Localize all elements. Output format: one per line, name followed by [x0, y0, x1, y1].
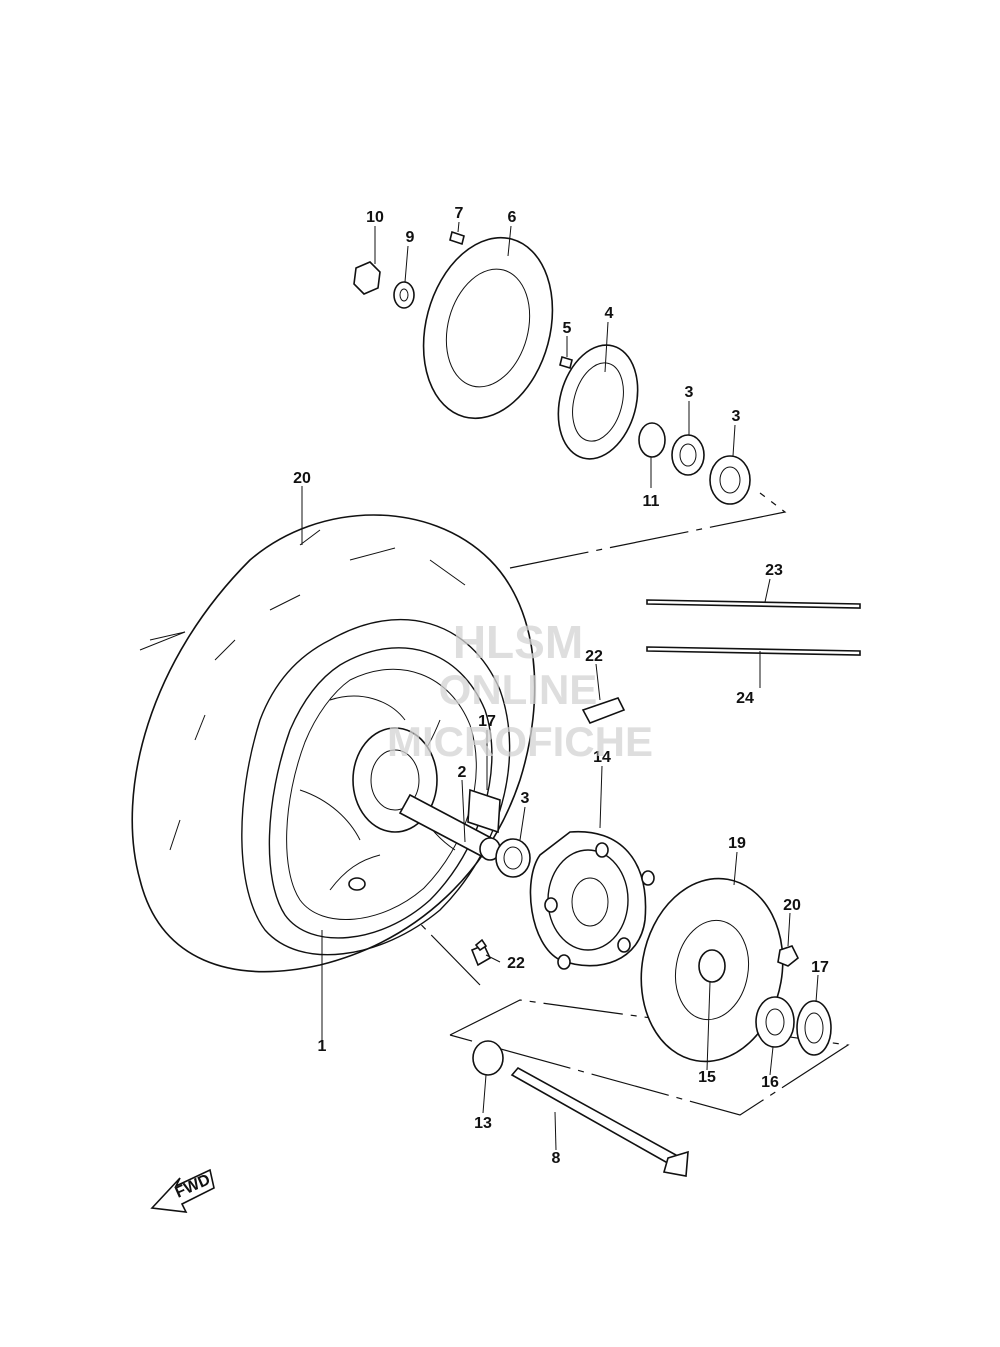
callout-3-lower: 3 — [521, 790, 530, 807]
axle-spacer-part — [398, 793, 501, 861]
callout-5: 4 — [605, 305, 614, 322]
callout-4: 3 — [685, 384, 694, 401]
callout-3-upper: 3 — [732, 408, 741, 425]
sprocket-nut-part — [777, 945, 800, 967]
callout-6: 5 — [563, 320, 572, 337]
callout-11: 10 — [366, 209, 384, 226]
damper-part — [467, 788, 501, 834]
callout-23: 22 — [585, 648, 603, 665]
watermark-line1: HLSM — [453, 616, 583, 668]
watermark-line3: MICROFICHE — [387, 718, 653, 765]
bearing-lower-part — [495, 838, 531, 878]
callout-22: 22 — [507, 955, 525, 972]
callout-1: 1 — [318, 1038, 327, 1055]
balance-weight-part — [581, 697, 626, 724]
callout-16: 16 — [761, 1074, 779, 1091]
callout-8: 7 — [455, 205, 464, 222]
callout-10: 9 — [406, 229, 415, 246]
sprocket-drum-part — [529, 830, 655, 970]
leader-lines — [301, 221, 819, 1151]
sprocket-bearing-part — [755, 996, 795, 1048]
oil-seal-part — [671, 434, 705, 476]
washer-part — [393, 281, 415, 309]
callout-25: 24 — [736, 690, 754, 707]
stripe-tape-part — [646, 599, 861, 656]
callout-9: 8 — [552, 1150, 561, 1167]
callout-14: 14 — [593, 749, 611, 766]
callout-21: 20 — [293, 470, 311, 487]
disc-bolt-part — [449, 230, 465, 246]
rear-wheel-assembly — [131, 514, 536, 973]
valve-part — [470, 938, 492, 967]
callout-18: 17 — [478, 713, 496, 730]
callout-19: 19 — [728, 835, 746, 852]
watermark-line2: ONLINE — [439, 666, 598, 713]
fwd-arrow-icon: FWD — [150, 1168, 215, 1213]
watermark: HLSM ONLINE MICROFICHE — [387, 616, 653, 765]
callout-7: 6 — [508, 209, 517, 226]
brake-disc-part — [422, 236, 554, 420]
callout-20: 20 — [783, 897, 801, 914]
callout-numbers: 10 9 7 6 5 4 3 3 11 20 23 24 22 17 2 3 1… — [293, 205, 829, 1167]
ring-bolt-part — [559, 355, 573, 370]
callout-15: 15 — [698, 1069, 716, 1086]
axle-collar-part — [472, 1040, 504, 1076]
nut-part — [353, 261, 381, 295]
callout-12: 11 — [643, 493, 660, 510]
collar-upper-part — [638, 422, 666, 458]
sprocket-seal-part — [796, 1000, 832, 1056]
callout-24: 23 — [765, 562, 783, 579]
callout-17: 17 — [811, 959, 829, 976]
sprocket-spacer-part — [698, 949, 726, 983]
callout-13: 13 — [474, 1115, 492, 1132]
callout-2: 2 — [458, 764, 467, 781]
bearing-upper-part — [709, 455, 751, 505]
rear-axle-part — [510, 1066, 689, 1177]
sensor-ring-part — [557, 344, 639, 460]
